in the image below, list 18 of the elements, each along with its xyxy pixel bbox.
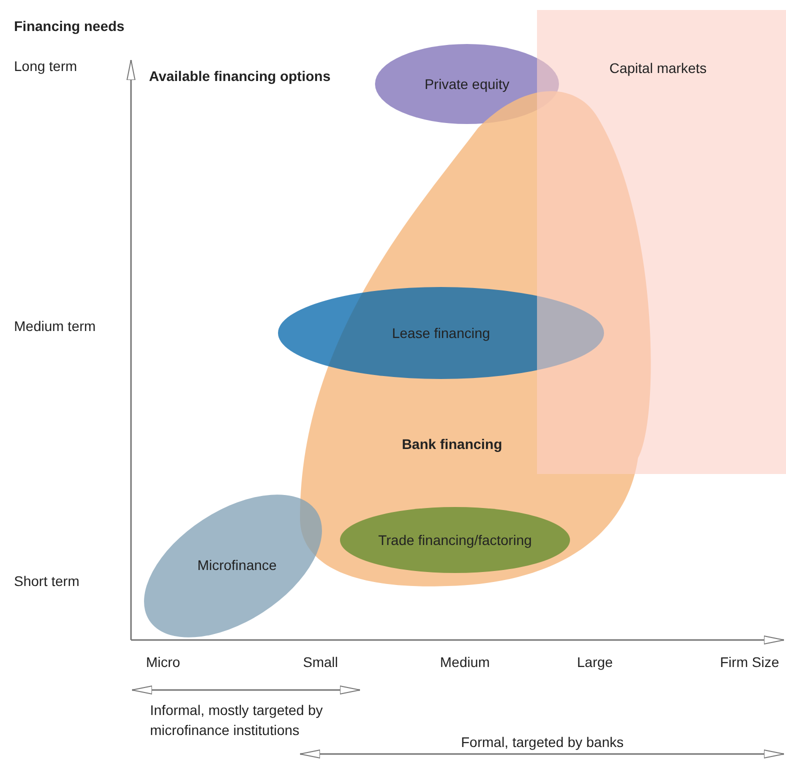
axis-label: Firm Size	[720, 653, 780, 672]
axis-label: Medium	[440, 653, 490, 672]
node-label: Capital markets	[609, 60, 707, 76]
axis-label: Informal, mostly targeted by microfinance institutions	[150, 701, 324, 740]
axis-label: Small	[303, 653, 338, 672]
axis-label: Short term	[14, 572, 80, 591]
node-label: Microfinance	[197, 557, 277, 573]
axis-label: Large	[577, 653, 613, 672]
axis-label: Formal, targeted by banks	[461, 733, 624, 752]
axis-title: Financing needs	[14, 17, 124, 36]
node-label: Private equity	[424, 76, 510, 92]
axis-label: Medium term	[14, 317, 96, 336]
chart-title: Available financing options	[149, 68, 331, 84]
node-label: Bank financing	[402, 436, 502, 452]
axis-label: Long term	[14, 57, 78, 76]
node-label: Lease financing	[392, 325, 490, 341]
axis-label: Micro	[146, 653, 180, 672]
node-label: Trade financing/factoring	[378, 532, 532, 548]
